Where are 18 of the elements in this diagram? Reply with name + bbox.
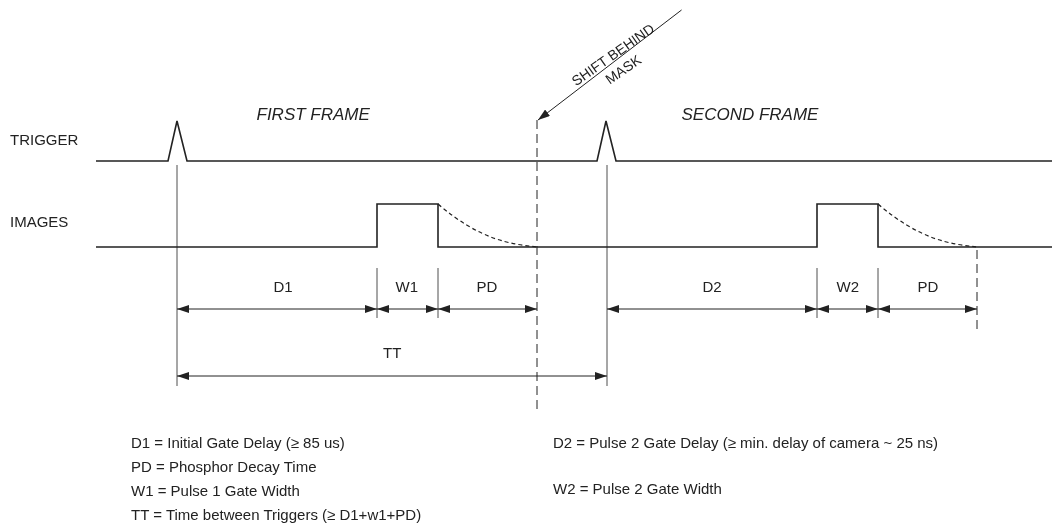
definition-note: D2 = Pulse 2 Gate Delay (≥ min. delay of camera ~ 25 ns) bbox=[553, 434, 939, 452]
dimension-label: PD bbox=[476, 278, 498, 296]
leader-arrow bbox=[537, 9, 683, 121]
dimension-label: W2 bbox=[836, 278, 859, 296]
frame-heading: FIRST FRAME bbox=[256, 106, 370, 124]
dimension-label: TT bbox=[383, 344, 402, 362]
signal-name: IMAGES bbox=[10, 213, 69, 231]
dimension-label: D1 bbox=[273, 278, 293, 296]
dimension-label: PD bbox=[917, 278, 939, 296]
signal-name: TRIGGER bbox=[10, 131, 79, 149]
definition-note: PD = Phosphor Decay Time bbox=[131, 458, 317, 476]
definition-note: W1 = Pulse 1 Gate Width bbox=[131, 482, 300, 500]
dimension-label: D2 bbox=[702, 278, 722, 296]
definition-note: W2 = Pulse 2 Gate Width bbox=[553, 480, 722, 498]
definition-note: D1 = Initial Gate Delay (≥ 85 us) bbox=[131, 434, 345, 452]
frame-heading: SECOND FRAME bbox=[681, 106, 819, 124]
definition-note: TT = Time between Triggers (≥ D1+w1+PD) bbox=[131, 506, 422, 524]
dimension-label: W1 bbox=[395, 278, 418, 296]
